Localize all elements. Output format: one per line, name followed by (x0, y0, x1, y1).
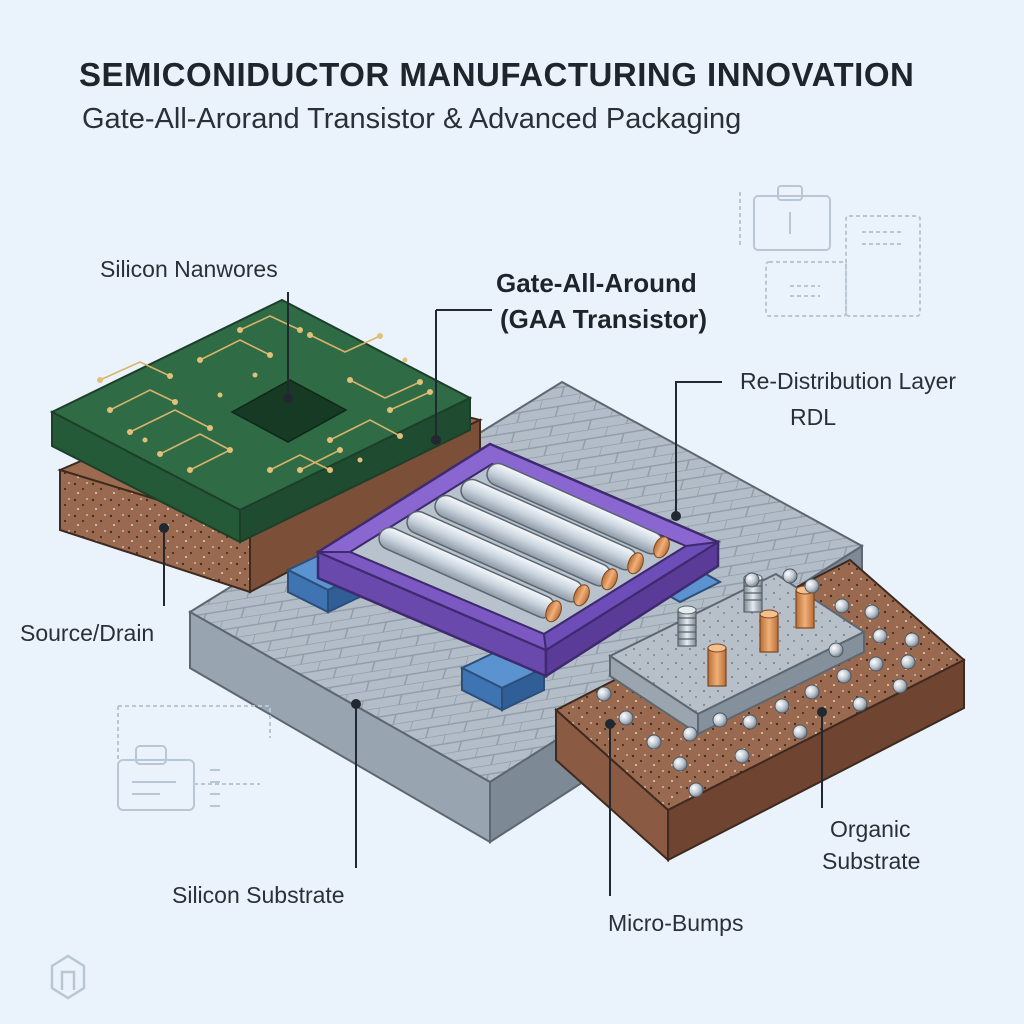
label-organic-line2: Substrate (822, 848, 921, 874)
label-rdl-line1: Re-Distribution Layer (740, 368, 957, 394)
label-organic-line1: Organic (830, 816, 911, 842)
server-rack-icon (739, 192, 921, 317)
circuit-icon (117, 705, 271, 811)
pcb-chip-stack (49, 298, 483, 594)
label-silicon-nanowires: Silicon Nanwores (100, 256, 278, 282)
label-rdl-line2: RDL (790, 404, 837, 430)
page-subtitle: Gate-All-Arorand Transistor & Advanced P… (82, 103, 742, 135)
page-title: SEMICONIDUCTOR MANUFACTURING INNOVATION (79, 56, 915, 93)
clipboard-icon (753, 185, 831, 251)
leader-dots (159, 393, 827, 729)
label-gaa-line1: Gate-All-Around (496, 268, 697, 298)
label-micro-bumps: Micro-Bumps (608, 910, 744, 936)
label-source-drain: Source/Drain (20, 620, 155, 646)
logo-icon (50, 954, 86, 1000)
micro-bumps (596, 568, 920, 798)
label-silicon-substrate: Silicon Substrate (172, 882, 345, 908)
leader-lines (163, 292, 823, 896)
label-gaa-line2: (GAA Transistor) (500, 304, 708, 334)
gaa-transistor (315, 442, 721, 679)
